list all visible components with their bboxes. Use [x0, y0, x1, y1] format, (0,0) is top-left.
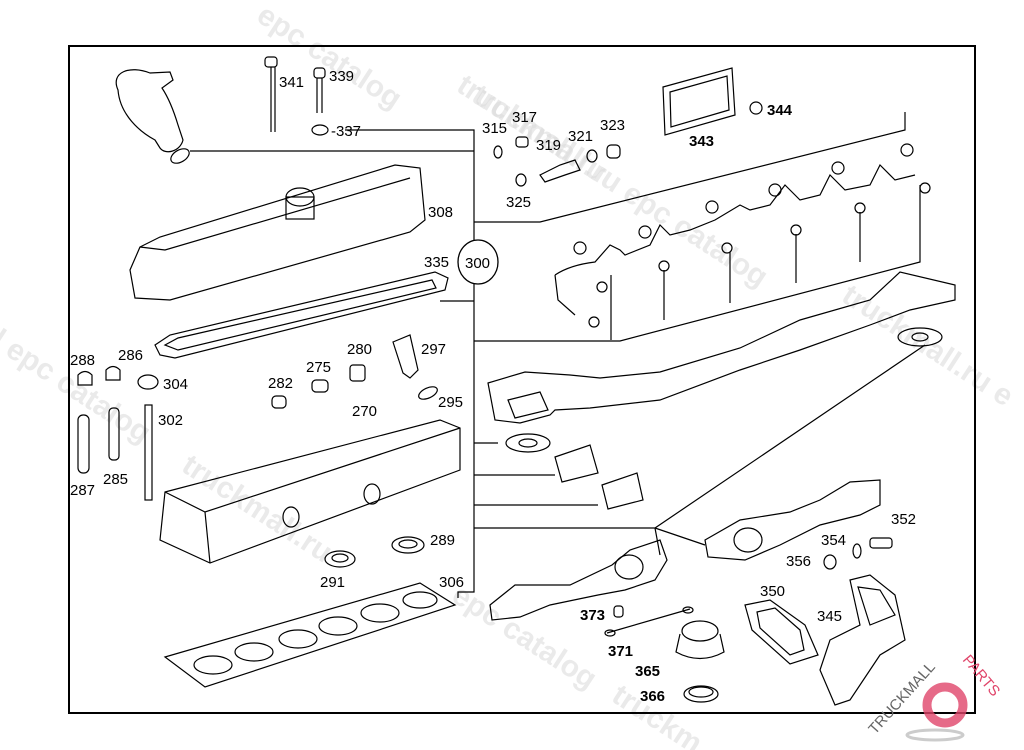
part-bolt-352[interactable]	[869, 537, 893, 549]
part-label: 315	[482, 120, 507, 137]
part-label: 335	[424, 254, 449, 271]
part-label: 304	[163, 376, 188, 393]
part-capnut-323[interactable]	[606, 144, 621, 159]
part-head-gasket-306[interactable]	[163, 582, 457, 688]
part-seal-275[interactable]	[311, 379, 329, 393]
part-label: 344	[767, 102, 793, 119]
part-cover-plate-343[interactable]	[662, 67, 736, 136]
part-screw-344[interactable]	[749, 101, 763, 115]
part-label: 343	[689, 133, 714, 150]
part-exhaust-gasket-left[interactable]	[489, 539, 668, 621]
part-nut-304[interactable]	[137, 374, 159, 390]
part-gasket-square-1[interactable]	[554, 444, 599, 483]
leader-lines	[190, 112, 926, 598]
part-breather[interactable]	[115, 69, 191, 166]
part-label: 291	[320, 574, 345, 591]
part-nut-356[interactable]	[823, 554, 837, 570]
part-injector-line-assembly[interactable]	[554, 143, 931, 340]
part-label: 285	[103, 471, 128, 488]
part-seal-282[interactable]	[271, 395, 287, 409]
brand-logo: TRUCKMALL PARTS	[865, 652, 1003, 742]
part-sensor-319[interactable]	[539, 159, 581, 183]
part-label: 288	[70, 352, 95, 369]
part-label: 289	[430, 532, 455, 549]
part-stud-302[interactable]	[144, 404, 153, 501]
part-seal-315[interactable]	[493, 145, 503, 159]
gear-icon	[905, 682, 968, 742]
part-bolt-341[interactable]	[264, 56, 278, 132]
part-plug-317[interactable]	[515, 136, 529, 148]
part-label: 352	[891, 511, 916, 528]
part-label: 339	[329, 68, 354, 85]
part-label: 356	[786, 553, 811, 570]
part-label: 350	[760, 583, 785, 600]
part-label: 317	[512, 109, 537, 126]
part-label: 321	[568, 128, 593, 145]
part-gasket-335[interactable]	[154, 271, 449, 359]
part-label: 287	[70, 482, 95, 499]
part-ring-291[interactable]	[324, 550, 356, 568]
part-flange-350[interactable]	[744, 599, 819, 665]
part-seal-288[interactable]	[77, 370, 93, 386]
part-cylinder-head-270[interactable]	[159, 419, 461, 564]
part-elbow-345[interactable]	[819, 574, 906, 706]
part-oring-295[interactable]	[417, 384, 439, 402]
part-label: 341	[279, 74, 304, 91]
part-label: 297	[421, 341, 446, 358]
clamp-icons	[573, 143, 931, 328]
brand-text-accent: PARTS	[959, 652, 1003, 700]
callout-label: 300	[465, 255, 490, 272]
part-label: 308	[428, 204, 453, 221]
part-label: 295	[438, 394, 463, 411]
part-guide-287[interactable]	[77, 414, 90, 474]
part-cap-365[interactable]	[675, 620, 725, 660]
part-label: 306	[439, 574, 464, 591]
part-gasket-round[interactable]	[505, 433, 551, 453]
part-label: 371	[608, 643, 633, 660]
part-label: 373	[580, 607, 605, 624]
part-seal-286[interactable]	[105, 365, 121, 381]
part-label: 270	[352, 403, 377, 420]
part-sleeve-297[interactable]	[392, 334, 419, 379]
part-washer-337[interactable]	[311, 124, 329, 136]
part-valve-cover-308[interactable]	[129, 164, 426, 301]
part-clip-373[interactable]	[613, 605, 624, 618]
part-label: 282	[268, 375, 293, 392]
part-exhaust-manifold[interactable]	[487, 271, 956, 424]
part-bolt-339[interactable]	[313, 67, 326, 113]
part-gasket-oval-right[interactable]	[897, 327, 943, 347]
part-ring-289[interactable]	[391, 536, 425, 554]
part-label: 319	[536, 137, 561, 154]
part-gasket-square-2[interactable]	[601, 472, 644, 510]
part-label: 345	[817, 608, 842, 625]
part-exhaust-gasket-right[interactable]	[704, 479, 881, 561]
part-label: 286	[118, 347, 143, 364]
part-label: 275	[306, 359, 331, 376]
group-callout-300[interactable]: 300	[457, 239, 499, 285]
watermark-text: epc catalog	[446, 578, 602, 696]
part-seal-325[interactable]	[515, 173, 527, 187]
part-label: 302	[158, 412, 183, 429]
part-guide-285[interactable]	[108, 407, 120, 461]
part-strap-371[interactable]	[604, 606, 694, 637]
part-label: 323	[600, 117, 625, 134]
part-plug-280[interactable]	[349, 364, 366, 382]
part-label: 280	[347, 341, 372, 358]
part-label: 325	[506, 194, 531, 211]
part-label: -337	[331, 123, 361, 140]
part-washer-354[interactable]	[852, 543, 862, 559]
part-ring-366[interactable]	[683, 685, 719, 703]
watermark-text: truckmall.ru	[176, 448, 338, 569]
part-label: 354	[821, 532, 846, 549]
part-label: 365	[635, 663, 660, 680]
diagram-frame	[68, 45, 976, 714]
part-label: 366	[640, 688, 665, 705]
part-nut-321[interactable]	[586, 149, 598, 163]
